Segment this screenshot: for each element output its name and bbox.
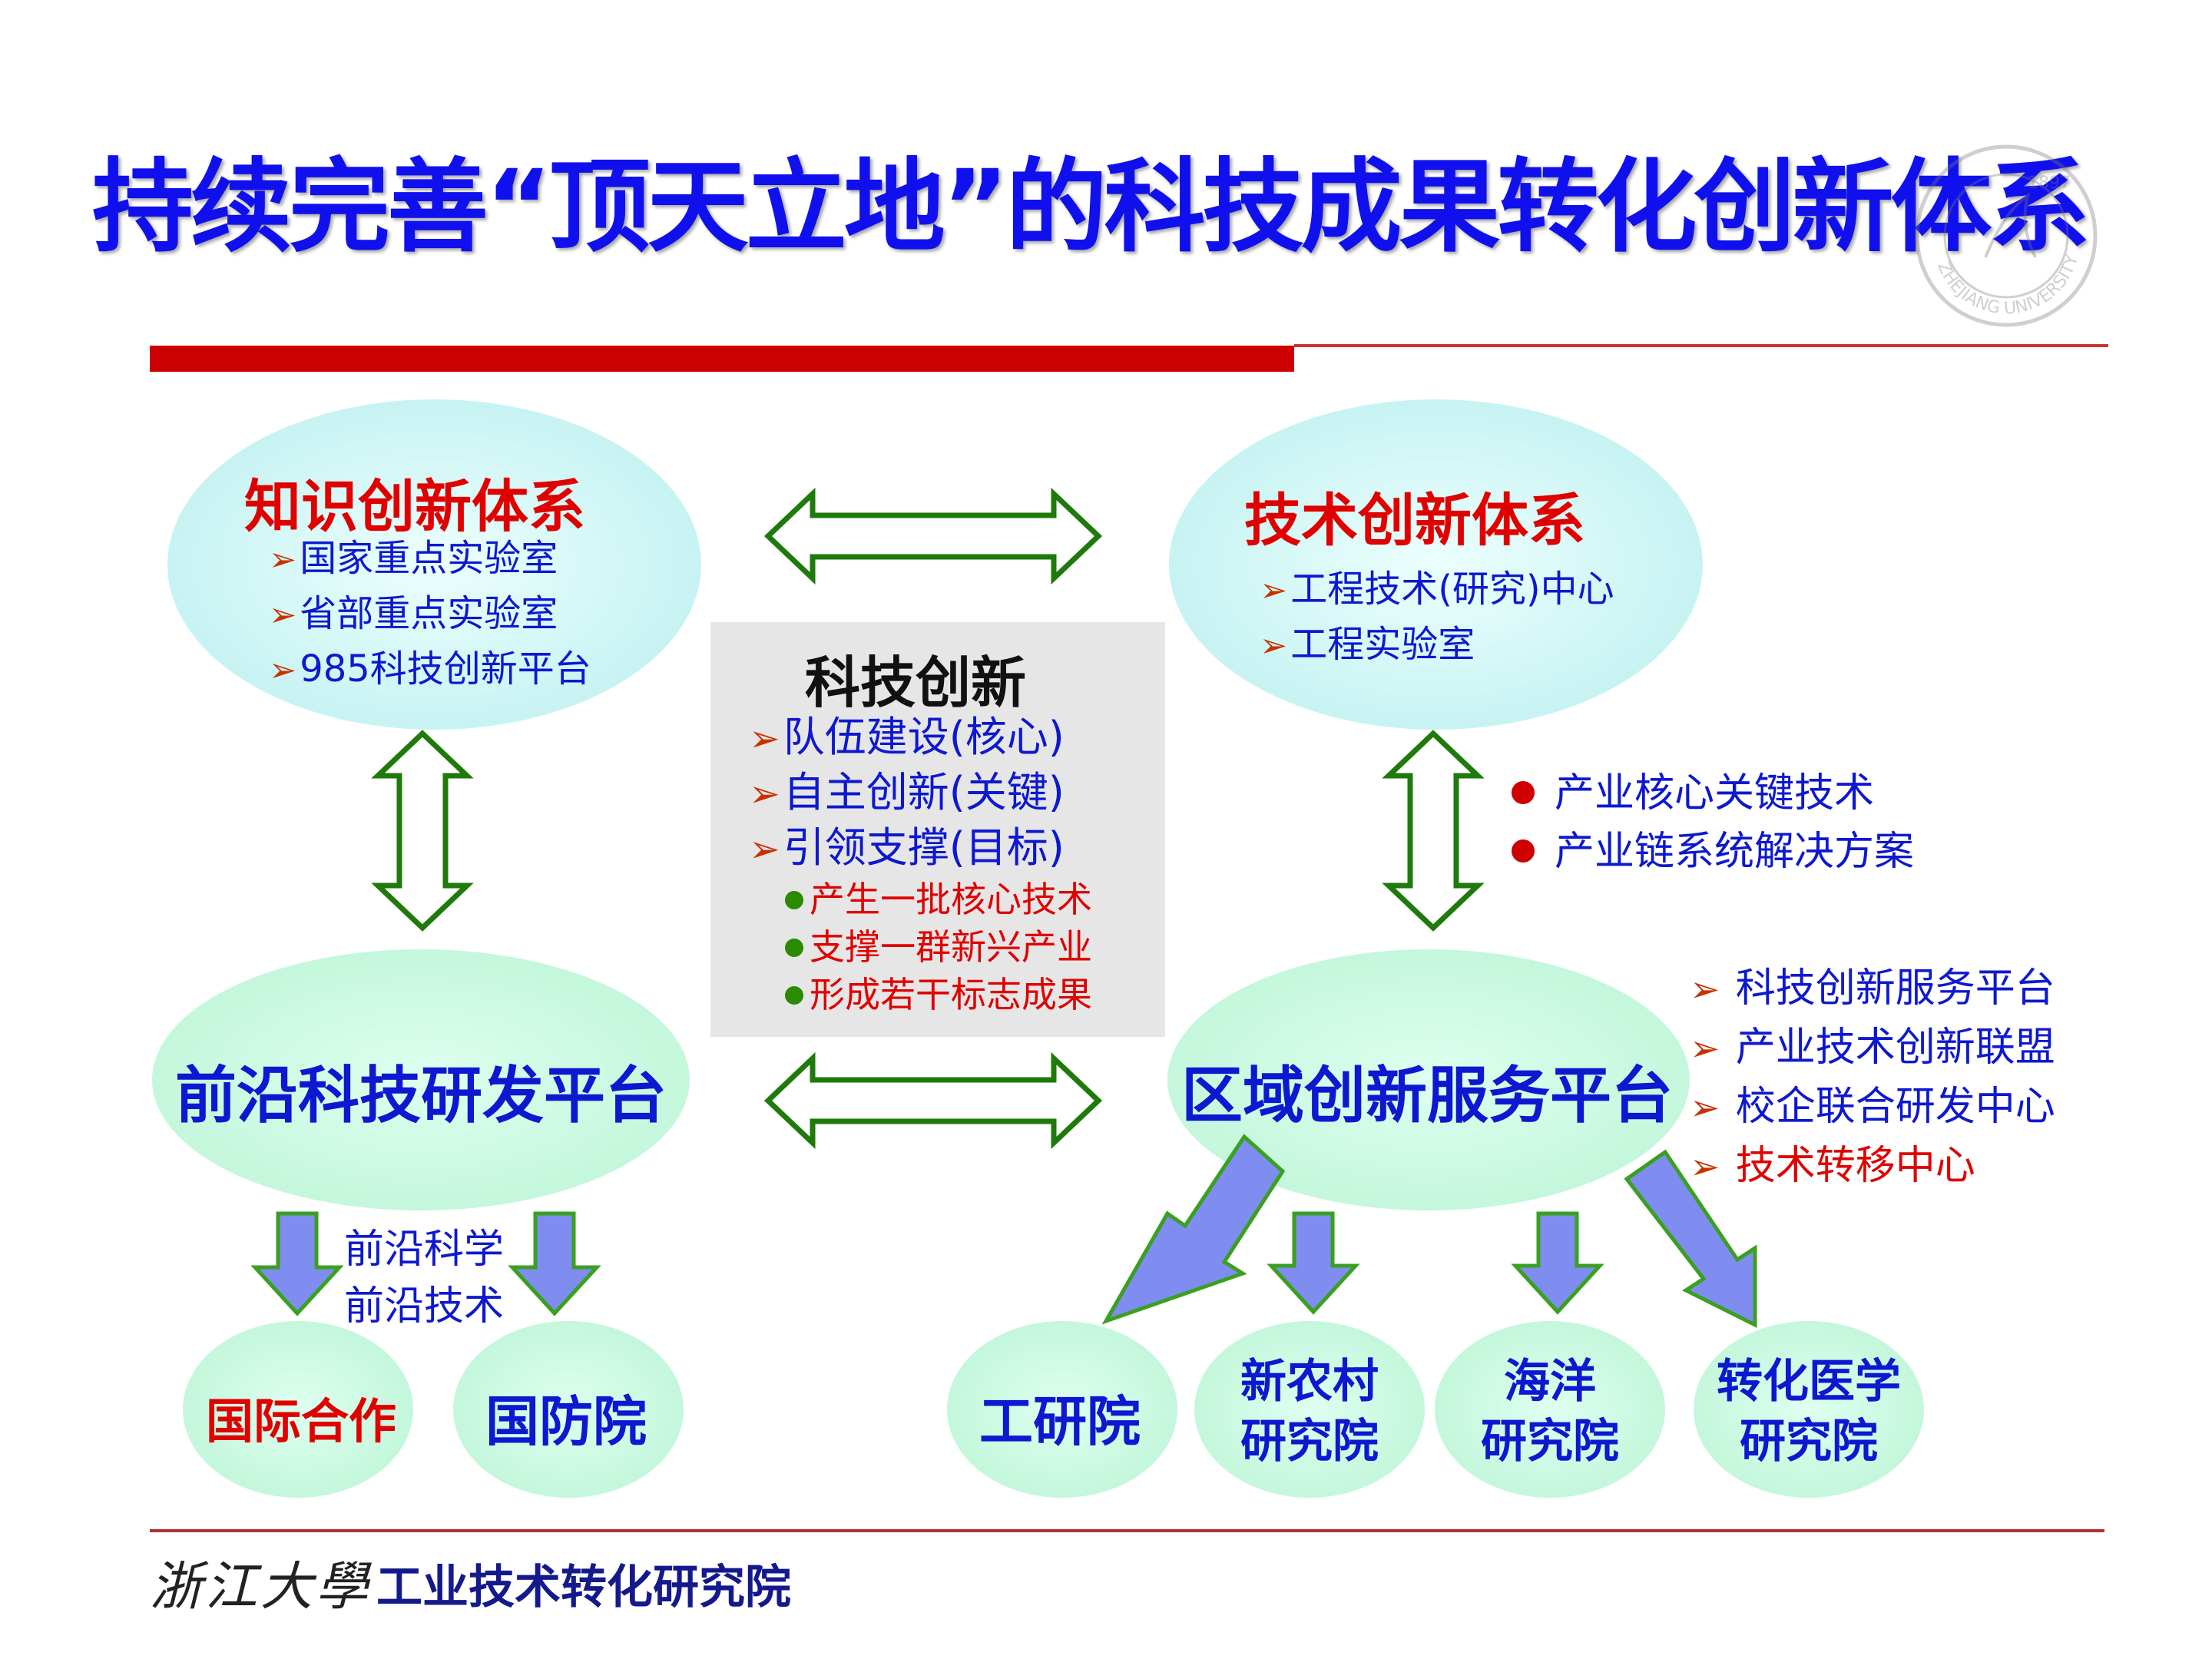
green-dot-icon: [785, 938, 803, 957]
medicine-label-line: 研究院: [1740, 1415, 1878, 1469]
bullet-arrow-icon: ➢: [1690, 1088, 1720, 1129]
rural-institute-label: 新农村 研究院: [1233, 1352, 1386, 1472]
footer-divider: [150, 1529, 2104, 1532]
knowledge-item: ➢国家重点实验室: [269, 537, 558, 580]
title-underline-thick: [150, 346, 1294, 372]
defense-institute-label: 国防院: [485, 1390, 647, 1453]
medicine-label-line: 转化医学: [1717, 1355, 1901, 1409]
center-subitem: 产生一批核心技术: [785, 876, 1092, 923]
page-title: 持续完善“顶天立地”的科技成果转化创新体系: [92, 148, 2091, 267]
tech-innovation-ellipse: [1169, 399, 1703, 730]
regional-item: ➢ 科技创新服务平台: [1690, 965, 2055, 1012]
center-title: 科技创新: [805, 651, 1027, 715]
footer-institute: 工业技术转化研究院: [376, 1561, 791, 1614]
center-item: ➢引领支撑(目标): [749, 823, 1065, 872]
regional-item: ➢ 技术转移中心: [1690, 1143, 1975, 1189]
red-dot-icon: [1512, 781, 1535, 804]
bullet-arrow-icon: ➢: [1690, 1147, 1720, 1188]
double-arrow-bottom-icon: [763, 1051, 1103, 1150]
technology-list: ➢工程技术(研究)中心 ➢工程实验室: [1260, 562, 1614, 673]
industry-points: 产业核心关键技术 产业链系统解决方案: [1512, 764, 1914, 881]
regional-list: ➢ 科技创新服务平台 ➢ 产业技术创新联盟 ➢ 校企联合研发中心 ➢ 技术转移中…: [1690, 960, 2055, 1197]
down-arrow-4-icon: [1267, 1211, 1360, 1315]
ocean-institute-label: 海洋 研究院: [1473, 1352, 1627, 1472]
down-arrow-1-icon: [250, 1211, 344, 1316]
intl-cooperation-circle: [183, 1321, 413, 1498]
defense-institute-circle: [453, 1321, 684, 1498]
knowledge-innovation-ellipse: [167, 399, 701, 730]
center-list: ➢队伍建设(核心) ➢自主创新(关键) ➢引领支撑(目标): [749, 710, 1065, 876]
center-item: ➢队伍建设(核心): [749, 713, 1065, 761]
medicine-institute-label: 转化医学 研究院: [1701, 1352, 1916, 1472]
double-arrow-left-icon: [371, 730, 474, 932]
ocean-label-line: 海洋: [1504, 1355, 1596, 1409]
regional-item: ➢ 校企联合研发中心: [1690, 1084, 2055, 1130]
rural-label-line: 新农村: [1240, 1355, 1379, 1409]
technology-title: 技术创新体系: [1244, 488, 1585, 554]
bullet-arrow-icon: ➢: [1690, 969, 1720, 1011]
center-subitem: 形成若干标志成果: [785, 971, 1092, 1018]
bullet-arrow-icon: ➢: [1690, 1028, 1720, 1070]
regional-title: 区域创新服务平台: [1181, 1060, 1673, 1131]
frontier-note-line: 前沿科学: [344, 1227, 505, 1273]
frontier-platform-ellipse: [152, 949, 690, 1210]
bullet-arrow-icon: ➢: [269, 541, 297, 579]
knowledge-title: 知识创新体系: [244, 474, 585, 540]
bullet-arrow-icon: ➢: [749, 717, 780, 760]
frontier-title: 前沿科技研发平台: [175, 1060, 667, 1131]
bullet-arrow-icon: ➢: [269, 596, 297, 634]
industry-point: 产业核心关键技术: [1512, 764, 1914, 823]
knowledge-item: ➢省部重点实验室: [269, 592, 558, 635]
bullet-arrow-icon: ➢: [749, 773, 780, 816]
knowledge-item: ➢985科技创新平台: [269, 647, 591, 690]
frontier-note-line: 前沿技术: [344, 1283, 505, 1330]
medicine-institute-circle: [1694, 1321, 1924, 1498]
industrial-institute-circle: [947, 1321, 1177, 1498]
industry-point: 产业链系统解决方案: [1512, 823, 1914, 881]
knowledge-list: ➢国家重点实验室 ➢省部重点实验室 ➢985科技创新平台: [269, 531, 591, 697]
center-box: [710, 622, 1165, 1037]
bullet-arrow-icon: ➢: [749, 828, 780, 871]
center-subitem: 支撑一群新兴产业: [785, 923, 1092, 971]
technology-item: ➢工程实验室: [1260, 623, 1475, 666]
down-arrow-2-icon: [508, 1211, 601, 1316]
rural-institute-circle: [1194, 1321, 1425, 1498]
seal-year: 1897: [2028, 174, 2071, 193]
ocean-institute-circle: [1435, 1321, 1665, 1498]
green-dot-icon: [785, 985, 803, 1005]
university-seal-icon: 1897 ZHEJIANG UNIVERSITY: [1915, 144, 2098, 327]
bullet-arrow-icon: ➢: [1260, 571, 1288, 610]
frontier-note: 前沿科学 前沿技术: [344, 1221, 504, 1335]
bullet-arrow-icon: ➢: [269, 651, 297, 690]
red-dot-icon: [1512, 839, 1535, 863]
title-underline-thin: [1294, 344, 2108, 347]
down-arrow-5-icon: [1511, 1211, 1604, 1315]
ocean-label-line: 研究院: [1481, 1415, 1619, 1469]
university-calligraphy-logo: 浙江大學: [150, 1557, 372, 1618]
rural-label-line: 研究院: [1240, 1415, 1379, 1469]
down-arrow-3-icon: [1101, 1134, 1286, 1325]
technology-item: ➢工程技术(研究)中心: [1260, 568, 1614, 611]
bullet-arrow-icon: ➢: [1260, 627, 1288, 665]
down-arrow-6-icon: [1624, 1149, 1757, 1329]
industrial-institute-label: 工研院: [979, 1390, 1141, 1453]
green-dot-icon: [785, 890, 803, 909]
center-item: ➢自主创新(关键): [749, 768, 1065, 816]
double-arrow-top-icon: [763, 487, 1103, 585]
regional-item: ➢ 产业技术创新联盟: [1690, 1025, 2055, 1071]
intl-cooperation-label: 国际合作: [206, 1393, 397, 1449]
double-arrow-right-icon: [1382, 730, 1485, 932]
center-sublist: 产生一批核心技术 支撑一群新兴产业 形成若干标志成果: [785, 876, 1092, 1018]
